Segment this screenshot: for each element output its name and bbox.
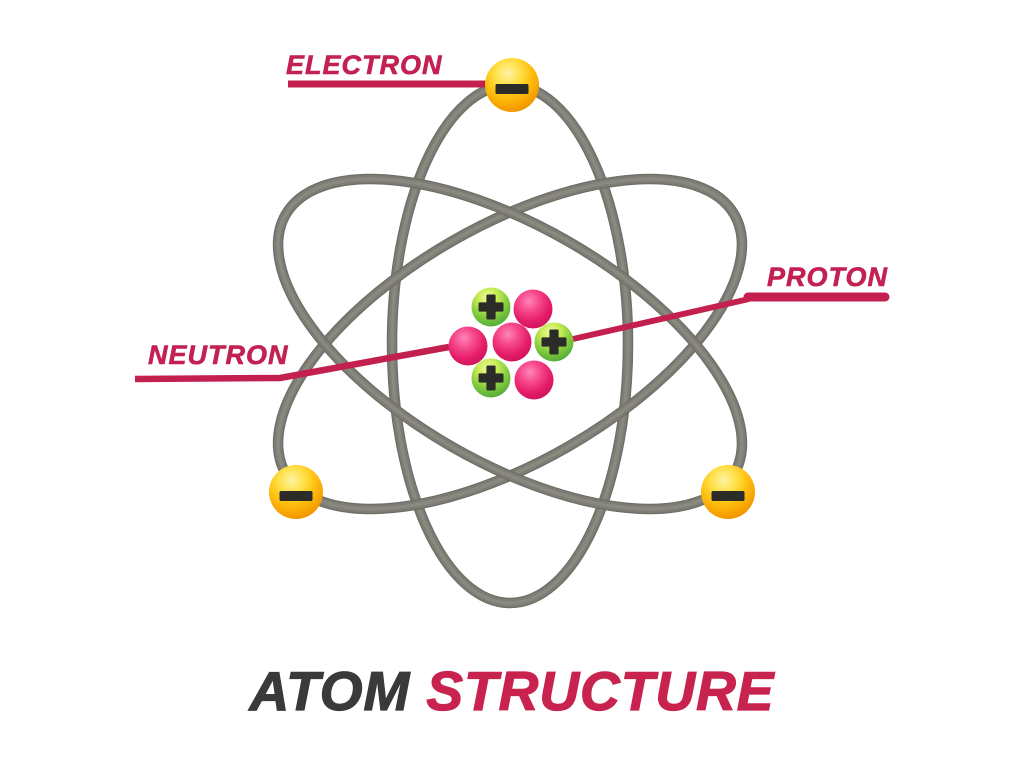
proton-particle xyxy=(471,287,511,327)
plus-sign xyxy=(549,329,559,355)
minus-sign xyxy=(495,84,529,94)
proton-label: PROTON xyxy=(767,262,889,293)
particles xyxy=(269,58,755,519)
electron-particle xyxy=(269,465,323,519)
plus-sign xyxy=(486,294,496,320)
proton-leader xyxy=(572,296,750,342)
title-atom: ATOM xyxy=(249,659,411,722)
neutron-particle xyxy=(492,322,532,362)
minus-sign xyxy=(711,491,745,501)
title-structure: STRUCTURE xyxy=(426,659,775,722)
neutron-particle xyxy=(514,360,554,400)
neutron-label: NEUTRON xyxy=(148,340,289,371)
leader-lines xyxy=(134,80,890,383)
plus-sign xyxy=(486,365,496,391)
minus-sign xyxy=(279,491,313,501)
neutron-leader xyxy=(134,343,450,383)
electron-label: ELECTRON xyxy=(286,50,443,81)
neutron-particle xyxy=(513,289,553,329)
proton-particle xyxy=(534,322,574,362)
electron-particle xyxy=(485,58,539,112)
electron-particle xyxy=(701,465,755,519)
neutron-particle xyxy=(448,326,488,366)
proton-particle xyxy=(471,358,511,398)
